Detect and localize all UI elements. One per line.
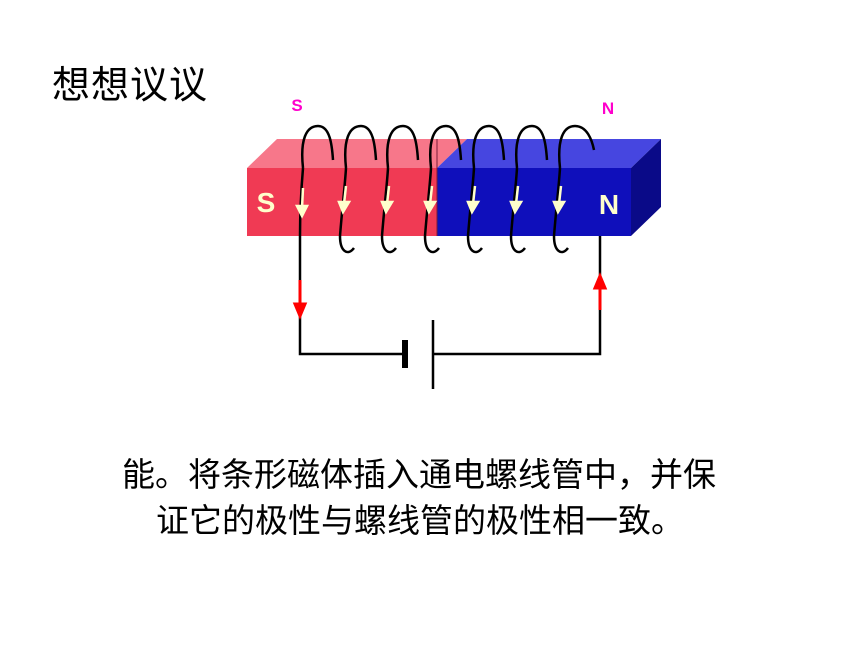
arrowhead bbox=[337, 200, 352, 215]
coil-pole-label-s: S bbox=[291, 96, 302, 115]
magnet-north-side-face bbox=[631, 139, 661, 236]
magnet-pole-label-s: S bbox=[257, 187, 276, 218]
magnet-north-top-face bbox=[437, 139, 661, 168]
arrowhead bbox=[552, 200, 567, 215]
coil-pole-label-n: N bbox=[602, 99, 614, 118]
arrowhead bbox=[466, 200, 481, 215]
coil-loop bbox=[509, 235, 526, 254]
coil-bottom-loops bbox=[338, 235, 569, 254]
coil-turn bbox=[298, 167, 305, 237]
arrowhead-up bbox=[592, 272, 608, 290]
coil-loop bbox=[423, 235, 440, 254]
slide-title: 想想议议 bbox=[52, 63, 209, 107]
coil-turn bbox=[466, 167, 476, 237]
coil-loop bbox=[429, 124, 463, 169]
coil-turn bbox=[423, 167, 433, 237]
coil-loop bbox=[344, 124, 378, 169]
right-wire bbox=[433, 236, 602, 356]
coil-current-arrows bbox=[294, 185, 567, 219]
arrowhead-down bbox=[292, 302, 308, 320]
coil-turn bbox=[509, 167, 519, 237]
coil-top-loops bbox=[301, 124, 596, 169]
arrowhead bbox=[294, 204, 310, 219]
coil-loop bbox=[552, 235, 569, 254]
coil-loop bbox=[301, 124, 335, 169]
arrowhead bbox=[423, 200, 438, 215]
left-wire bbox=[298, 236, 405, 356]
magnet-south-top-face bbox=[247, 139, 467, 168]
coil-loop bbox=[386, 124, 420, 169]
coil-loop bbox=[515, 124, 549, 169]
circuit-current-arrows bbox=[292, 272, 608, 320]
circuit-wires bbox=[298, 236, 602, 356]
coil-loop bbox=[380, 235, 397, 254]
coil-loop bbox=[466, 235, 483, 254]
arrowhead bbox=[509, 200, 524, 215]
coil-turn bbox=[552, 167, 562, 237]
arrowhead bbox=[380, 200, 395, 215]
coil-turn bbox=[380, 167, 390, 237]
coil-loop bbox=[472, 124, 506, 169]
coil-loop bbox=[558, 124, 596, 169]
answer-line-1: 能。将条形磁体插入通电螺线管中，并保 bbox=[122, 455, 716, 494]
answer-line-2: 证它的极性与螺线管的极性相一致。 bbox=[156, 501, 684, 540]
coil-loop bbox=[338, 235, 355, 254]
magnet-pole-label-n: N bbox=[599, 189, 619, 220]
answer-text: 能。将条形磁体插入通电螺线管中，并保 证它的极性与螺线管的极性相一致。 bbox=[90, 452, 830, 544]
